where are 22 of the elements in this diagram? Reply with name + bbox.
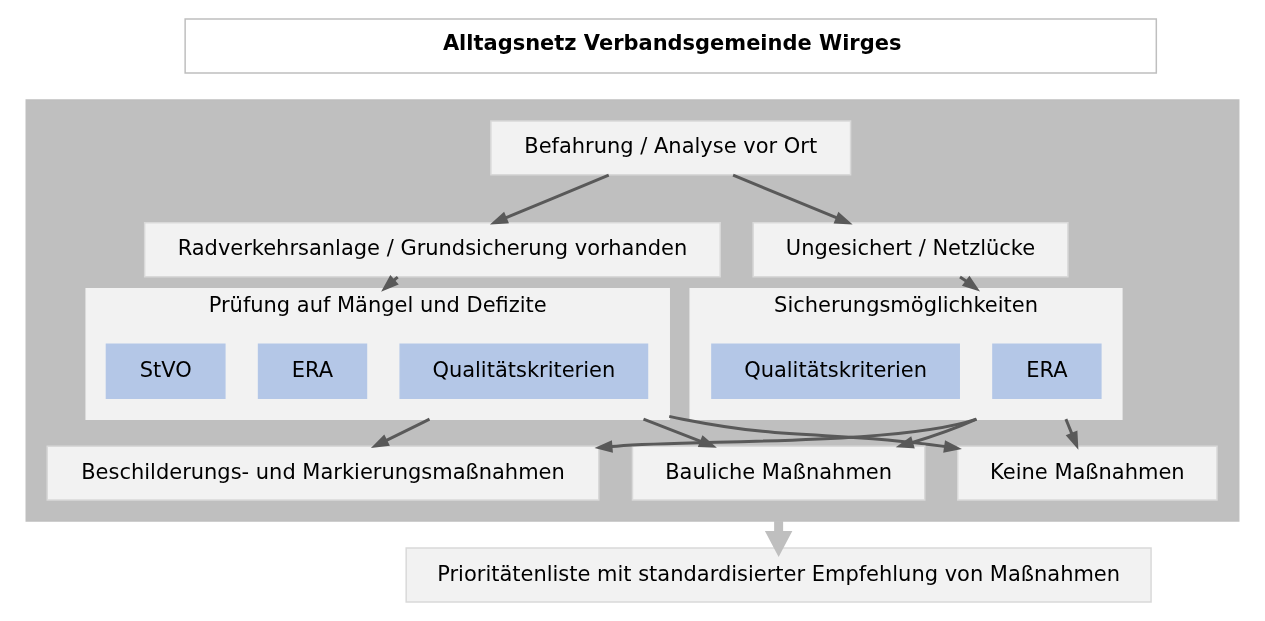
- node-box: Befahrung / Analyse vor Ort: [490, 120, 852, 176]
- node-box: Ungesichert / Netzlücke: [752, 222, 1069, 278]
- node-box: Alltagsnetz Verbandsgemeinde Wirges: [184, 18, 1158, 74]
- node-box: Qualitätskriterien: [399, 343, 649, 399]
- node-box: Beschilderungs- und Markierungsmaßnahmen: [46, 445, 600, 501]
- cluster: [25, 99, 1240, 522]
- arrow: [370, 417, 431, 449]
- arrow: [594, 417, 977, 453]
- arrow: [668, 414, 962, 453]
- arrow: [959, 275, 981, 292]
- arrow: [895, 417, 978, 449]
- node-box: Radverkehrsanlage / Grundsicherung vorhanden: [143, 222, 721, 278]
- arrow: [489, 173, 610, 225]
- node-box: Keine Maßnahmen: [957, 445, 1218, 501]
- node-box: ERA: [992, 343, 1102, 399]
- node-box: Prioritätenliste mit standardisierter Empfehlung von Maßnahmen: [405, 547, 1152, 603]
- node-box: StVO: [105, 343, 226, 399]
- node-box: ERA: [257, 343, 368, 399]
- arrow: [1064, 418, 1079, 450]
- node-box: Bauliche Maßnahmen: [631, 445, 926, 501]
- node-box: Qualitätskriterien: [711, 343, 960, 399]
- arrow: [732, 173, 853, 225]
